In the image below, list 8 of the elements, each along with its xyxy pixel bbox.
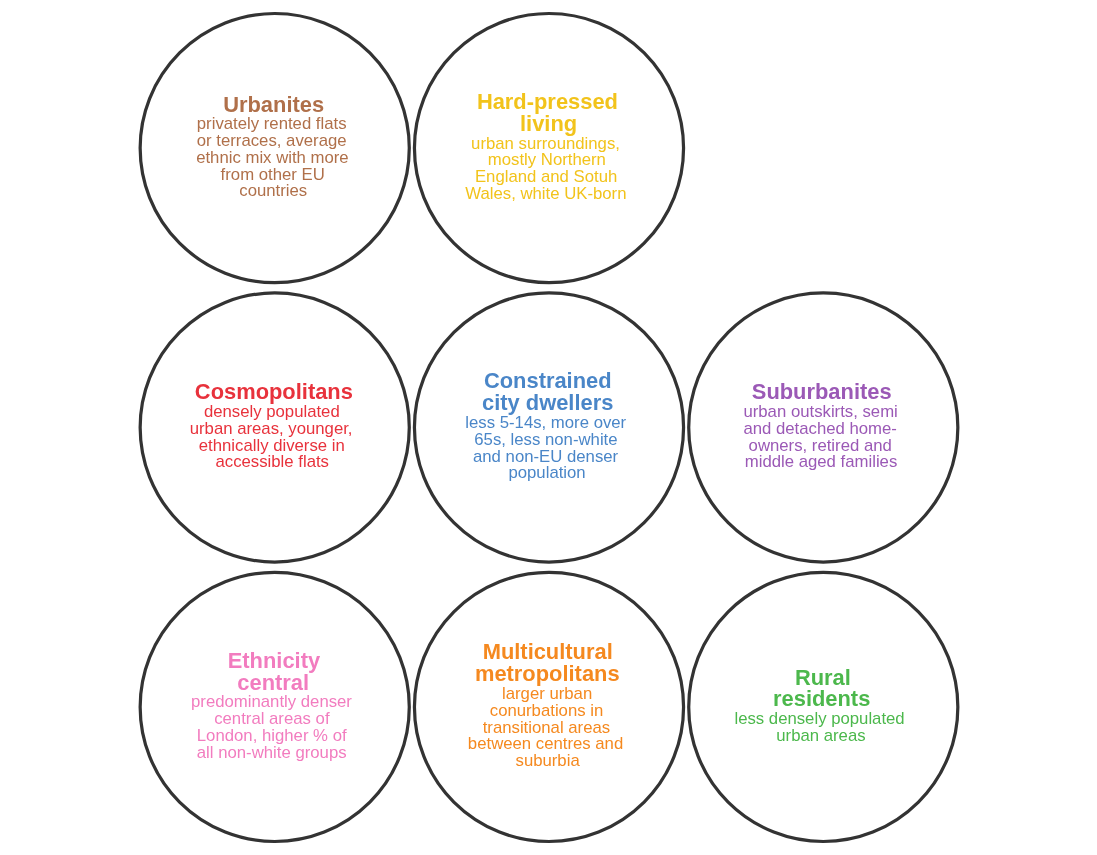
node-circle: Constrained city dwellers less 5-14s, more over 65s, less non-white and non-EU denser population <box>412 291 685 564</box>
node-circle: Suburbanites urban outskirts, semi and detached home-owners, retired and middle aged families <box>686 291 959 564</box>
node-circle: Hard-pressed living urban surroundings, mostly Northern England and Sotuh Wales, white UK-born <box>412 11 685 285</box>
node-circle: Urbanites privately rented flats or terraces, average ethnic mix with more from other EU countries <box>138 11 411 285</box>
node-circle: Ethnicity central predominantly denser central areas of London, higher % of all non-white groups <box>138 570 411 844</box>
node-circle: Cosmopolitans densely populated urban areas, younger, ethnically diverse in accessible flats <box>138 291 411 564</box>
node-circle: Multicultural metropolitans larger urban conurbations in transitional areas between centres and suburbia <box>412 570 685 844</box>
node-circle: Rural residents less densely populated urban areas <box>686 570 959 844</box>
